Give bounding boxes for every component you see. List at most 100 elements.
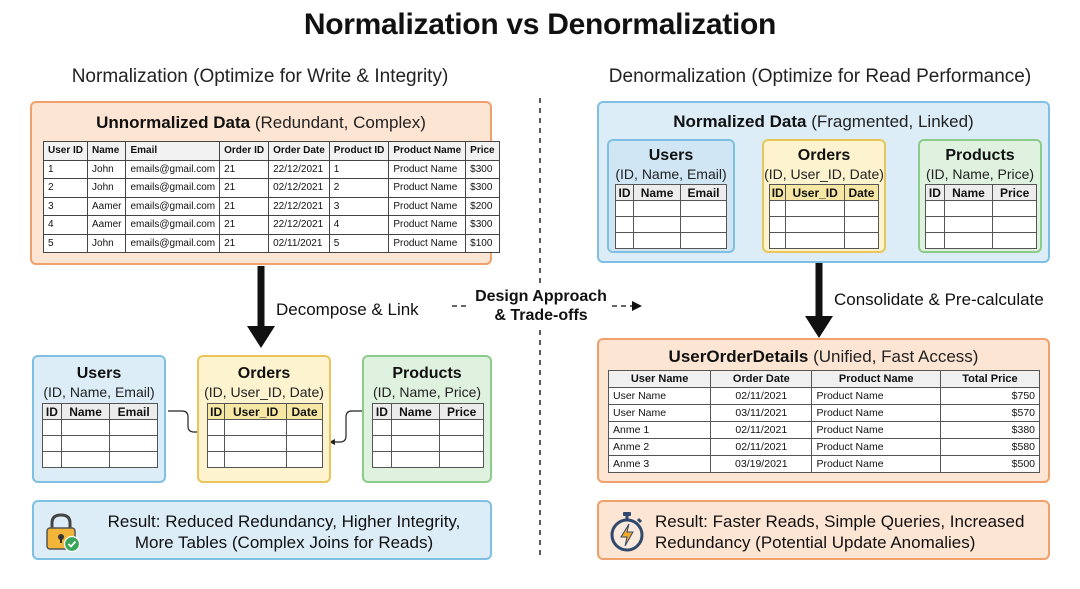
normalization-result-line1: Result: Reduced Redundancy, Higher Integ… xyxy=(107,512,461,531)
details-cell: Anme 2 xyxy=(607,438,712,456)
details-cell: 03/19/2021 xyxy=(710,455,813,473)
unnormalized-cell: emails@gmail.com xyxy=(125,196,221,216)
unnormalized-column-header: Email xyxy=(125,141,221,161)
unnormalized-cell: Product Name xyxy=(388,159,467,179)
details-cell: 03/11/2021 xyxy=(710,404,813,422)
design-approach-line2: & Trade-offs xyxy=(494,307,588,324)
unnormalized-cell: 4 xyxy=(328,215,390,235)
details-cell: Product Name xyxy=(811,455,941,473)
unnormalized-cell: 21 xyxy=(219,196,270,216)
design-approach-label: Design Approach & Trade-offs xyxy=(470,287,612,325)
consolidate-arrowhead xyxy=(805,316,833,338)
unnormalized-column-header: Order Date xyxy=(268,141,330,161)
details-cell: Anme 3 xyxy=(607,455,712,473)
decompose-arrowhead xyxy=(247,326,275,348)
details-column-header: User Name xyxy=(607,370,712,388)
unnormalized-cell: 1 xyxy=(42,159,89,179)
left-orders-title: Orders xyxy=(237,365,291,382)
left-users-fields: (ID, Name, Email) xyxy=(43,384,155,400)
left-products-fields: (ID, Name, Price) xyxy=(372,384,482,400)
unnormalized-cell: 4 xyxy=(42,215,89,235)
unnormalized-cell: emails@gmail.com xyxy=(125,233,221,253)
unnormalized-data-heading: Unnormalized Data (Redundant, Complex) xyxy=(96,113,426,132)
unnormalized-cell: John xyxy=(87,233,127,253)
unnormalized-cell: Aamer xyxy=(87,215,127,235)
unnormalized-column-header: Order ID xyxy=(219,141,270,161)
unnormalized-cell: 21 xyxy=(219,215,270,235)
right-products-fields: (ID, Name, Price) xyxy=(925,166,1035,182)
unnormalized-cell: 5 xyxy=(42,233,89,253)
left-users-title: Users xyxy=(76,365,122,382)
unnormalized-cell: 02/11/2021 xyxy=(268,233,330,253)
design-approach-line1: Design Approach xyxy=(475,288,607,305)
unnormalized-cell: 21 xyxy=(219,233,270,253)
right-products-title: Products xyxy=(945,147,1015,164)
details-cell: 02/11/2021 xyxy=(710,421,813,439)
page-title: Normalization vs Denormalization xyxy=(303,8,777,41)
details-cell: Product Name xyxy=(811,387,941,405)
unnormalized-cell: Product Name xyxy=(388,215,467,235)
lock-check-icon xyxy=(46,513,81,553)
unnormalized-cell: emails@gmail.com xyxy=(125,178,221,198)
denormalization-result-line2: Redundancy (Potential Update Anomalies) xyxy=(655,533,976,552)
denormalization-result-line1: Result: Faster Reads, Simple Queries, In… xyxy=(655,512,1025,531)
unnormalized-data-panel: Unnormalized Data (Redundant, Complex) U… xyxy=(30,101,500,265)
unnormalized-column-header: Product Name xyxy=(388,141,467,161)
center-arrowhead xyxy=(632,301,642,311)
details-cell: $580 xyxy=(939,438,1041,456)
unnormalized-cell: 02/12/2021 xyxy=(268,178,330,198)
user-order-details-panel: UserOrderDetails (Unified, Fast Access) … xyxy=(597,338,1050,483)
right-orders-title: Orders xyxy=(797,147,851,164)
unnormalized-cell: $300 xyxy=(465,178,500,198)
details-cell: 02/11/2021 xyxy=(710,387,813,405)
unnormalized-cell: Aamer xyxy=(87,196,127,216)
unnormalized-cell: 21 xyxy=(219,178,270,198)
right-users-title: Users xyxy=(648,147,694,164)
details-cell: Anme 1 xyxy=(607,421,712,439)
normalization-result-line2: More Tables (Complex Joins for Reads) xyxy=(134,533,434,552)
details-cell: Product Name xyxy=(811,421,941,439)
unnormalized-cell: 21 xyxy=(219,159,270,179)
unnormalized-cell: Product Name xyxy=(388,178,467,198)
details-cell: User Name xyxy=(607,387,712,405)
normalization-subtitle: Normalization (Optimize for Write & Inte… xyxy=(71,66,449,87)
unnormalized-cell: 3 xyxy=(42,196,89,216)
unnormalized-cell: 2 xyxy=(42,178,89,198)
unnormalized-cell: John xyxy=(87,159,127,179)
normalized-data-heading: Normalized Data (Fragmented, Linked) xyxy=(673,112,974,131)
consolidate-label: Consolidate & Pre-calculate xyxy=(834,290,1044,309)
right-users-fields: (ID, Name, Email) xyxy=(615,166,727,182)
products-orders-link xyxy=(334,410,362,443)
details-column-header: Product Name xyxy=(811,370,941,388)
details-cell: $380 xyxy=(939,421,1041,439)
unnormalized-column-header: Product ID xyxy=(328,141,390,161)
denormalization-result-box: Result: Faster Reads, Simple Queries, In… xyxy=(597,500,1050,560)
unnormalized-column-header: Name xyxy=(87,141,127,161)
details-cell: $570 xyxy=(939,404,1041,422)
unnormalized-cell: $100 xyxy=(465,233,500,253)
unnormalized-cell: $300 xyxy=(465,159,500,179)
unnormalized-cell: John xyxy=(87,178,127,198)
decompose-label: Decompose & Link xyxy=(276,300,419,319)
normalized-data-panel: Normalized Data (Fragmented, Linked) Use… xyxy=(597,101,1050,263)
unnormalized-cell: 2 xyxy=(328,178,390,198)
